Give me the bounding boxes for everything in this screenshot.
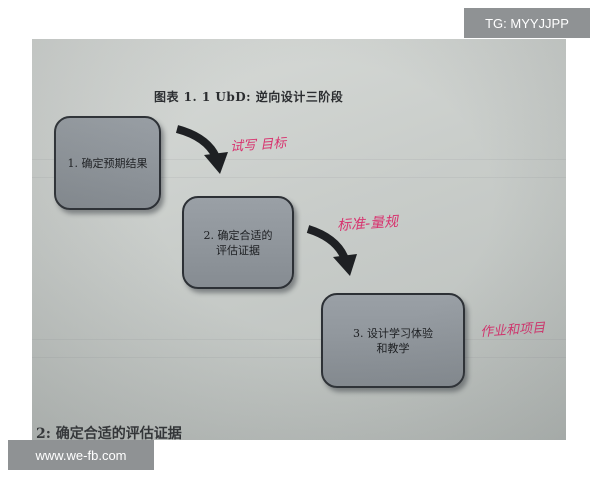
faded-text-line (32, 159, 566, 160)
arrows-layer (175, 125, 357, 276)
stage-label: 2. 确定合适的 评估证据 (203, 228, 273, 257)
handwritten-note-1: 试写 目标 (229, 136, 287, 155)
stage-box-1: 1. 确定预期结果 (54, 116, 161, 210)
stage-box-2: 2. 确定合适的 评估证据 (182, 196, 294, 289)
watermark-site: www.we-fb.com (8, 440, 154, 470)
stage-label: 1. 确定预期结果 (67, 156, 148, 170)
handwritten-note-2: 标准-量规 (336, 213, 399, 235)
curved-arrow-down-right-icon (175, 125, 228, 174)
stage-label: 3. 设计学习体验 和教学 (353, 326, 433, 355)
faded-text-line (32, 177, 566, 178)
book-page-photo: 图表 1. 1 UbD: 逆向设计三阶段 1. 确定预期结果 2. 确定合适的 … (32, 39, 566, 440)
faded-text-line (32, 339, 566, 340)
section-heading: 2: 确定合适的评估证据 (36, 426, 182, 440)
faded-text-line (32, 357, 566, 358)
watermark-tg: TG: MYYJJPP (464, 8, 590, 38)
curved-arrow-down-right-icon (306, 225, 357, 276)
figure-title: 图表 1. 1 UbD: 逆向设计三阶段 (154, 90, 344, 104)
stage-box-3: 3. 设计学习体验 和教学 (321, 293, 465, 388)
